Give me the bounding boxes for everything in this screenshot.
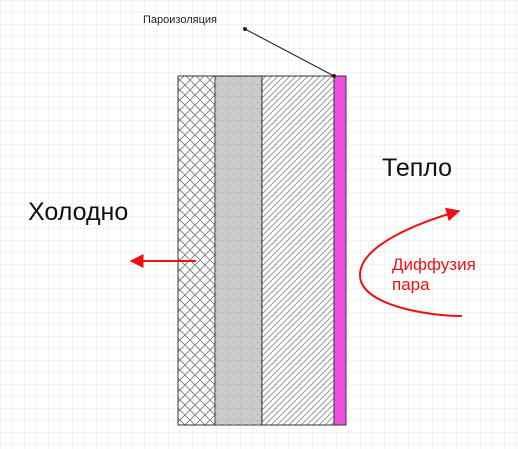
diagonal-hatch-layer xyxy=(261,75,335,426)
cold-label: Холодно xyxy=(28,198,128,226)
diffusion-label-line2: пара xyxy=(392,275,430,294)
diffusion-curve-arrow xyxy=(358,207,463,317)
cross-hatch-layer xyxy=(177,75,216,426)
weave-layer xyxy=(214,75,263,426)
diffusion-label-line1: Диффузия xyxy=(392,255,476,274)
warm-label: Тепло xyxy=(382,154,452,182)
vapor-barrier-label: Пароизоляция xyxy=(143,14,217,26)
vapor-barrier-leader xyxy=(243,27,336,78)
vapor-barrier-layer xyxy=(333,75,347,426)
